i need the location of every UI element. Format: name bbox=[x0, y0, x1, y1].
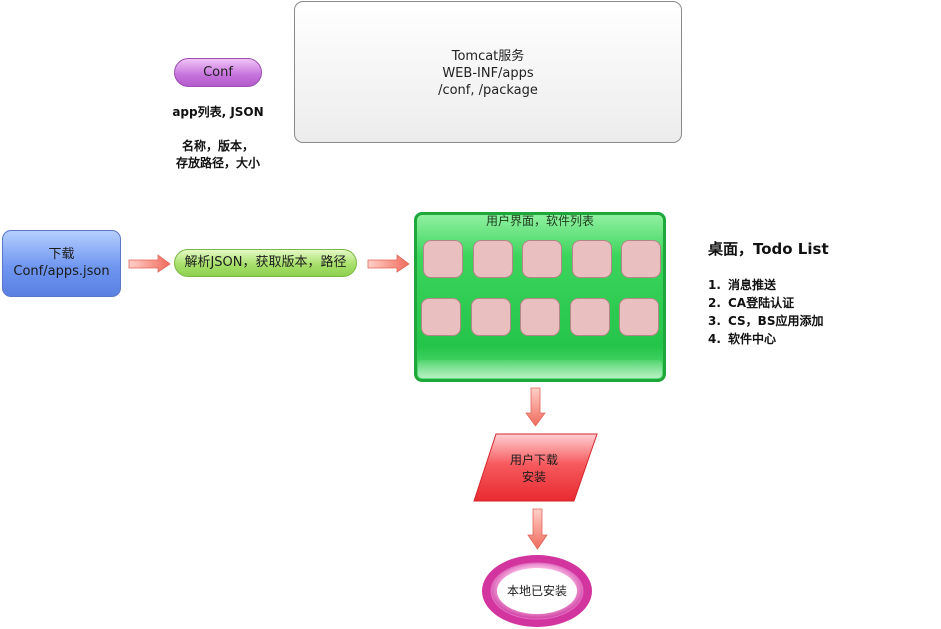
todo-item: 4. 软件中心 bbox=[708, 330, 823, 348]
arrow-download-to-parse bbox=[128, 254, 171, 273]
tomcat-line-2: WEB-INF/apps bbox=[442, 66, 534, 81]
todo-list: 1. 消息推送 2. CA登陆认证 3. CS，BS应用添加 4. 软件中心 bbox=[708, 276, 823, 348]
app-tile bbox=[423, 240, 463, 278]
conf-note: app列表, JSON 名称，版本， 存放路径，大小 bbox=[158, 104, 278, 172]
download-line-1: 下载 bbox=[48, 247, 75, 262]
todo-item-num: 3. bbox=[708, 314, 721, 328]
conf-note-line-1: app列表, JSON bbox=[172, 105, 264, 119]
conf-note-line-3: 存放路径，大小 bbox=[175, 156, 260, 170]
app-tile bbox=[619, 298, 659, 336]
app-tile bbox=[421, 298, 461, 336]
user-download-label: 用户下载 安装 bbox=[478, 452, 590, 486]
user-download-line-2: 安装 bbox=[521, 470, 546, 484]
todo-item: 1. 消息推送 bbox=[708, 276, 823, 294]
arrow-desktop-to-install bbox=[525, 387, 546, 427]
todo-item: 3. CS，BS应用添加 bbox=[708, 312, 823, 330]
app-tile bbox=[571, 240, 612, 278]
desktop-gloss bbox=[418, 360, 662, 378]
desktop-title: 用户界面，软件列表 bbox=[485, 214, 594, 228]
tomcat-server-box: Tomcat服务 WEB-INF/apps /conf, /package bbox=[294, 1, 682, 143]
tomcat-line-1: Tomcat服务 bbox=[451, 49, 525, 64]
app-tile bbox=[621, 240, 661, 278]
app-tile bbox=[569, 298, 610, 336]
conf-pill: Conf bbox=[174, 58, 262, 87]
todo-item-text: 消息推送 bbox=[728, 278, 777, 292]
todo-item-text: 软件中心 bbox=[728, 332, 777, 346]
installed-ring-center bbox=[497, 568, 577, 614]
todo-item-text: CA登陆认证 bbox=[728, 296, 795, 310]
todo-item-text: CS，BS应用添加 bbox=[728, 314, 824, 328]
todo-title: 桌面，Todo List bbox=[708, 240, 829, 258]
user-download-line-1: 用户下载 bbox=[509, 453, 558, 467]
download-box: 下载 Conf/apps.json bbox=[2, 230, 121, 297]
todo-item-num: 4. bbox=[708, 332, 721, 346]
arrow-install-to-installed bbox=[527, 508, 548, 550]
app-tile bbox=[522, 240, 562, 278]
installed-label: 本地已安装 bbox=[506, 584, 567, 598]
arrow-parse-to-desktop bbox=[367, 254, 410, 273]
parse-json-pill: 解析JSON，获取版本，路径 bbox=[174, 249, 357, 277]
todo-item-num: 2. bbox=[708, 296, 721, 310]
download-line-2: Conf/apps.json bbox=[13, 264, 110, 279]
conf-note-line-2: 名称，版本， bbox=[181, 139, 254, 153]
app-tile bbox=[470, 298, 511, 336]
todo-item-num: 1. bbox=[708, 278, 721, 292]
user-download-parallelogram bbox=[473, 433, 598, 502]
app-tile bbox=[520, 298, 560, 336]
app-tile bbox=[472, 240, 513, 278]
tomcat-line-3: /conf, /package bbox=[438, 83, 538, 98]
todo-item: 2. CA登陆认证 bbox=[708, 294, 823, 312]
